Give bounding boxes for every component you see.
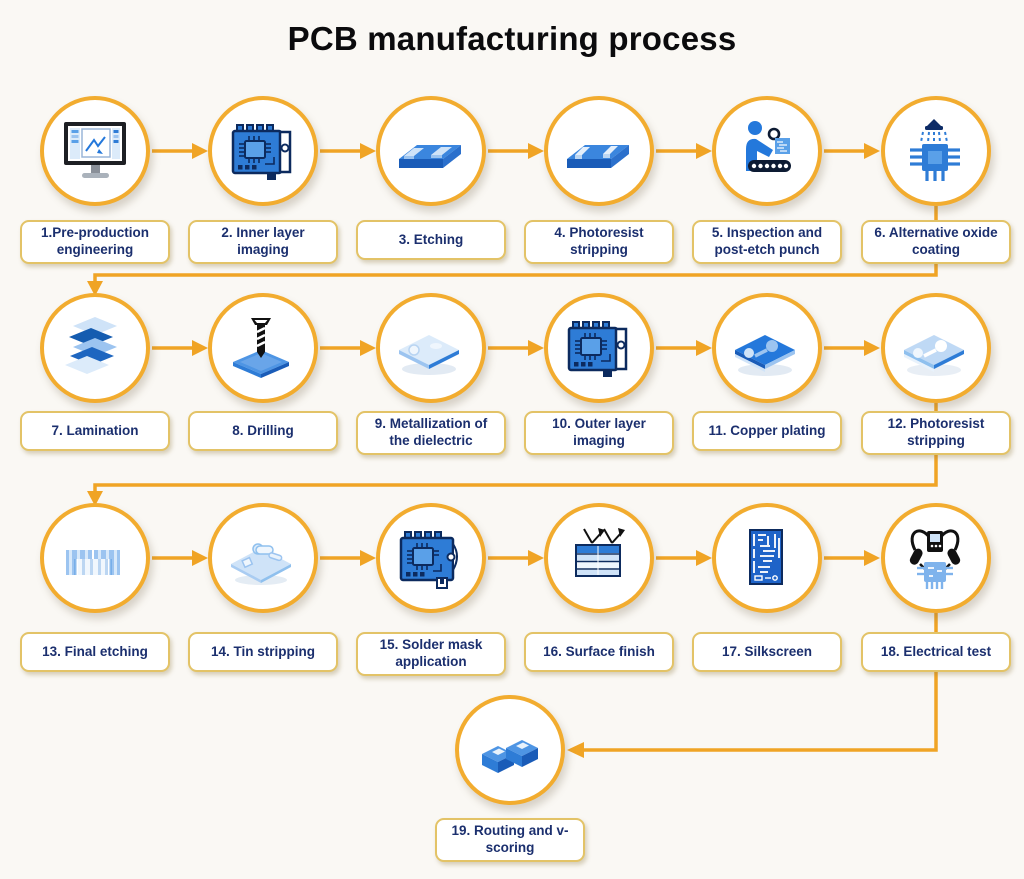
multimeter-test-icon: [909, 529, 961, 589]
step-circle-18: [881, 503, 991, 613]
step-label-1: 1.Pre-production engineering: [20, 220, 170, 264]
step-label-17: 17. Silkscreen: [692, 632, 842, 672]
step-label-13: 13. Final etching: [20, 632, 170, 672]
step-label-2: 2. Inner layer imaging: [188, 220, 338, 264]
inner-layer-pcb-icon: [231, 124, 292, 180]
step-circle-13: [40, 503, 150, 613]
step-circle-12: [881, 293, 991, 403]
etched-board-icon: [399, 145, 461, 168]
step-circle-14: [208, 503, 318, 613]
layer-stack-icon: [65, 317, 117, 374]
page-title: PCB manufacturing process: [287, 20, 737, 57]
stripped-board-icon: [904, 335, 964, 376]
step-label-3: 3. Etching: [356, 220, 506, 260]
step-label-9: 9. Metallization of the dielectric: [356, 411, 506, 455]
step-circle-2: [208, 96, 318, 206]
step-label-10: 10. Outer layer imaging: [524, 411, 674, 455]
solder-mask-pcb-icon: [399, 531, 458, 589]
step-label-19: 19. Routing and v-scoring: [435, 818, 585, 862]
copper-board-icon: [735, 335, 795, 376]
surface-finish-icon: [575, 528, 625, 577]
step-circle-19: [455, 695, 565, 805]
step-label-4: 4. Photoresist stripping: [524, 220, 674, 264]
step-label-15: 15. Solder mask application: [356, 632, 506, 676]
drill-icon: [233, 318, 289, 378]
silkscreen-board-icon: [749, 529, 783, 585]
inspection-conveyor-icon: [746, 121, 791, 172]
step-label-7: 7. Lamination: [20, 411, 170, 451]
step-circle-9: [376, 293, 486, 403]
step-label-12: 12. Photoresist stripping: [861, 411, 1011, 455]
outer-layer-pcb-icon: [567, 321, 628, 377]
step-circle-15: [376, 503, 486, 613]
step-circle-3: [376, 96, 486, 206]
step-label-6: 6. Alternative oxide coating: [861, 220, 1011, 264]
step-circle-1: [40, 96, 150, 206]
step-label-5: 5. Inspection and post-etch punch: [692, 220, 842, 264]
tin-strip-board-icon: [231, 543, 291, 585]
step-label-18: 18. Electrical test: [861, 632, 1011, 672]
photoresist-board-icon: [567, 145, 629, 168]
dielectric-board-icon: [399, 335, 459, 375]
step-label-16: 16. Surface finish: [524, 632, 674, 672]
step-circle-5: [712, 96, 822, 206]
step-circle-16: [544, 503, 654, 613]
routed-blocks-icon: [482, 740, 538, 773]
step-circle-10: [544, 293, 654, 403]
step-circle-11: [712, 293, 822, 403]
step-circle-8: [208, 293, 318, 403]
step-circle-7: [40, 293, 150, 403]
step-circle-17: [712, 503, 822, 613]
step-label-14: 14. Tin stripping: [188, 632, 338, 672]
cad-monitor-icon: [64, 122, 126, 178]
step-circle-4: [544, 96, 654, 206]
etch-profile-icon: [66, 550, 120, 575]
step-label-11: 11. Copper plating: [692, 411, 842, 451]
step-label-8: 8. Drilling: [188, 411, 338, 451]
step-circle-6: [881, 96, 991, 206]
chip-spray-icon: [910, 119, 960, 181]
